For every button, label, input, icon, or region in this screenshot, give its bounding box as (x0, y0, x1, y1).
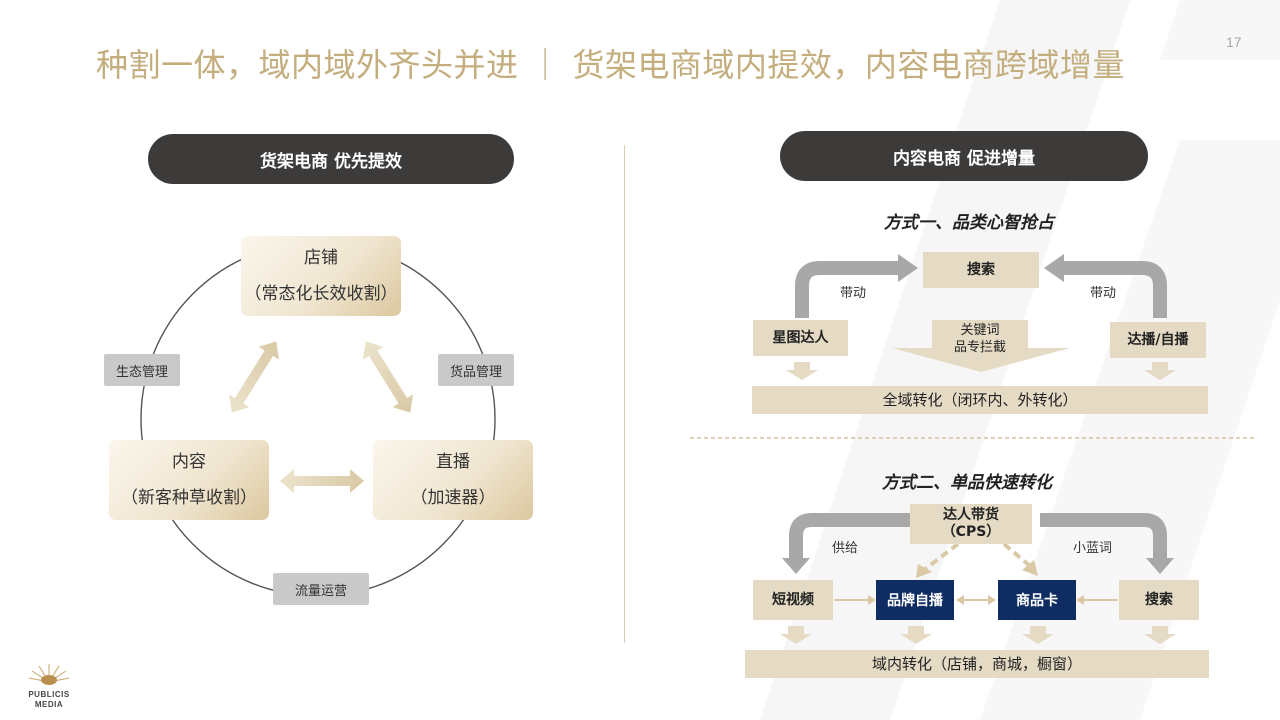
logo-line1: PUBLICIS (28, 690, 70, 699)
logo-line2: MEDIA (34, 700, 64, 709)
method2-product-card-box: 商品卡 (998, 580, 1076, 620)
right-header-pill: 内容电商 促进增量 (780, 131, 1148, 181)
page-number: 17 (1226, 34, 1242, 50)
keyword-line2: 品专拦截 (953, 340, 1006, 355)
publicis-logo: PUBLICIS MEDIA (22, 662, 76, 710)
node-content-title: 内容 (172, 452, 206, 472)
method1-conversion-bar: 全域转化（闭环内、外转化） (752, 386, 1208, 414)
cps-line2: （CPS） (941, 524, 1001, 540)
method2-supply-label: 供给 (832, 541, 859, 556)
method2-title: 方式二、单品快速转化 (882, 473, 1052, 493)
method2-brand-live-box: 品牌自播 (876, 580, 954, 620)
curved-arrow-right (1062, 261, 1167, 318)
right-header-label: 内容电商 促进增量 (893, 148, 1035, 169)
method1-live-box: 达播/自播 (1110, 322, 1206, 358)
small-down-arrow-left (786, 362, 818, 380)
method2-search-box: 搜索 (1119, 580, 1199, 620)
tag-traffic-operation: 流量运营 (273, 573, 369, 605)
node-store-title: 店铺 (304, 248, 338, 268)
method2-short-video-box: 短视频 (753, 580, 833, 620)
left-header-label: 货架电商 优先提效 (260, 151, 402, 172)
node-live-subtitle: （加速器） (410, 488, 496, 508)
section-dashed-divider (690, 437, 1256, 439)
dashed-arrow-to-brand-live (922, 542, 960, 572)
node-live-title: 直播 (436, 452, 470, 472)
method1-search-box: 搜索 (923, 252, 1039, 288)
curved-arrow-blue-word (1040, 513, 1167, 560)
node-live: 直播 （加速器） (373, 440, 533, 520)
left-header-pill: 货架电商 优先提效 (148, 134, 514, 184)
method1-keyword-box: 关键词 品专拦截 (932, 320, 1028, 358)
node-store-subtitle: （常态化长效收割） (244, 284, 398, 304)
method1-xingtu-box: 星图达人 (753, 320, 848, 356)
double-arrow-store-content (228, 341, 280, 413)
method1-title: 方式一、品类心智抢占 (884, 213, 1054, 233)
cps-line1: 达人带货 (943, 507, 999, 523)
page-title: 种割一体，域内域外齐头并进 ｜ 货架电商域内提效，内容电商跨域增量 (96, 46, 1125, 84)
tag-eco-management: 生态管理 (104, 354, 180, 386)
method2-blue-word-label: 小蓝词 (1073, 541, 1113, 556)
dashed-arrow-to-product-card (1002, 542, 1032, 568)
curved-arrow-supply (789, 513, 910, 560)
small-down-arrow-right (1144, 362, 1176, 380)
panel-divider (624, 145, 625, 643)
node-content-subtitle: （新客种草收割） (121, 488, 257, 508)
double-arrow-store-live (362, 341, 414, 413)
double-arrow-content-live (280, 469, 364, 493)
lion-emblem-icon (28, 664, 70, 685)
method1-drive-left: 带动 (840, 286, 867, 301)
method1-drive-right: 带动 (1090, 286, 1117, 301)
keyword-line1: 关键词 (960, 323, 1000, 338)
small-down-arrows (780, 626, 1176, 644)
method2-cps-box: 达人带货 （CPS） (910, 504, 1032, 544)
curved-arrow-left (795, 261, 900, 318)
tag-goods-management: 货品管理 (438, 354, 514, 386)
node-content: 内容 （新客种草收割） (109, 440, 269, 520)
node-store: 店铺 （常态化长效收割） (241, 236, 401, 316)
method2-conversion-bar: 域内转化（店铺，商城，橱窗） (745, 650, 1209, 678)
method2-arrows (780, 513, 1176, 644)
